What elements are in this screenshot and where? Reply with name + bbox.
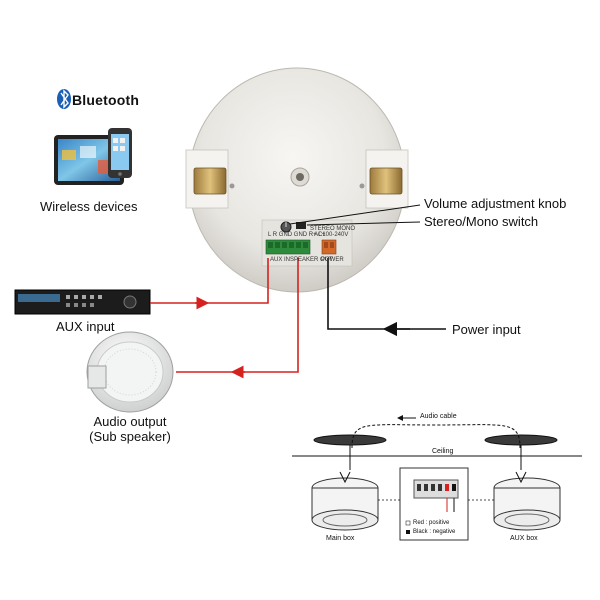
aux-box-label: AUX box <box>510 535 538 542</box>
speaker-out-text: SPEAKER OUT <box>290 257 333 263</box>
power-terminal-text: AC100-240V <box>314 232 349 238</box>
terminal-text: L R GND GND R+ L+ <box>268 232 326 238</box>
audio-terminal-block <box>265 239 311 255</box>
audio-output-label-line2: (Sub speaker) <box>89 429 171 444</box>
aux-input-line <box>150 258 269 304</box>
bluetooth-wordmark: Bluetooth <box>72 92 140 108</box>
stereo-mono-switch[interactable] <box>296 222 306 229</box>
switch-text: STEREO MONO <box>310 226 356 232</box>
volume-leader-line <box>289 204 421 225</box>
power-text: POWER <box>321 257 344 263</box>
phone-icon <box>108 128 132 178</box>
aux-rack-device <box>14 289 151 315</box>
power-terminal-block <box>321 239 337 255</box>
aux-in-text: AUX IN <box>270 257 291 263</box>
main-box-label: Main box <box>326 535 355 542</box>
audio-output-line <box>176 258 299 373</box>
sub-speaker <box>86 331 174 413</box>
power-input-label: Power input <box>452 322 521 337</box>
volume-knob-label: Volume adjustment knob <box>424 196 567 211</box>
main-speaker-dish <box>313 434 387 470</box>
aux-speaker-dish <box>484 434 558 470</box>
legend-red-label: Red : positive <box>413 520 450 526</box>
stereo-mono-switch-label: Stereo/Mono switch <box>424 214 539 229</box>
audio-output-label-line1: Audio output <box>93 414 167 429</box>
bluetooth-icon <box>57 89 71 109</box>
audio-output-label: Audio output (Sub speaker) <box>70 414 190 444</box>
aux-input-label: AUX input <box>56 319 115 334</box>
wiring-detail-box <box>399 467 469 541</box>
main-box-sketch <box>311 471 379 531</box>
legend-black-label: Black : negative <box>413 529 456 535</box>
ceiling-label: Ceiling <box>432 448 454 455</box>
volume-knob[interactable] <box>280 221 292 233</box>
audio-cable-label: Audio cable <box>420 413 457 420</box>
wireless-devices-label: Wireless devices <box>40 199 138 214</box>
aux-box-sketch <box>493 471 561 531</box>
switch-leader-line <box>306 221 421 226</box>
